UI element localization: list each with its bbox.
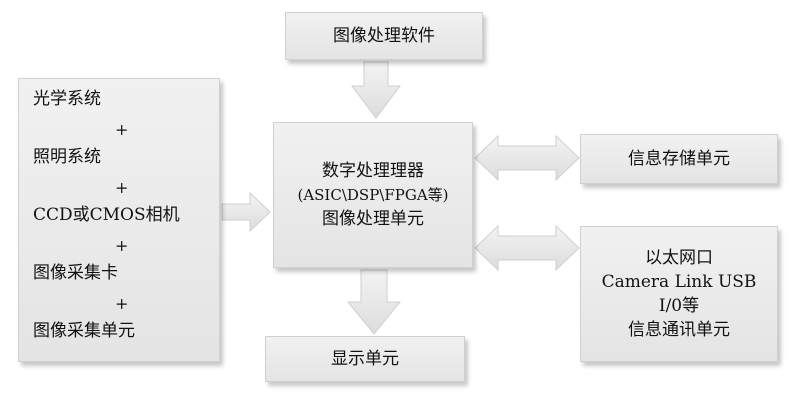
plus-sign-3: +: [115, 236, 129, 255]
input-line-acquisition-unit: 图像采集单元: [33, 321, 135, 341]
plus-sign-4: +: [115, 294, 129, 313]
processor-chips: (ASIC\DSP\FPGA等): [297, 186, 449, 204]
input-line-capture-card: 图像采集卡: [33, 263, 118, 283]
plus-sign-1: +: [115, 120, 129, 139]
display-box: 显示单元: [265, 336, 465, 382]
comm-line-ethernet: 以太网口: [645, 248, 713, 268]
input-line-lighting: 照明系统: [33, 147, 101, 167]
comm-box: 以太网口 Camera Link USB I/0等 信息通讯单元: [580, 226, 778, 362]
software-label: 图像处理软件: [333, 26, 435, 46]
input-line-camera: CCD或CMOS相机: [33, 205, 180, 225]
input-line-optics: 光学系统: [33, 89, 101, 109]
plus-sign-2: +: [115, 178, 129, 197]
arrow-input-to-processor: [221, 191, 271, 233]
storage-label: 信息存储单元: [628, 149, 730, 169]
input-box: 光学系统 + 照明系统 + CCD或CMOS相机 + 图像采集卡 + 图像采集单…: [18, 78, 220, 362]
arrow-processor-comm: [474, 224, 580, 272]
software-box: 图像处理软件: [285, 12, 483, 60]
processor-title: 数字处理理器: [322, 161, 424, 181]
arrow-processor-to-display: [346, 269, 402, 335]
storage-box: 信息存储单元: [580, 134, 778, 184]
comm-line-camera-link: Camera Link USB: [601, 272, 757, 292]
arrow-software-to-processor: [351, 61, 401, 119]
comm-line-unit: 信息通讯单元: [628, 320, 730, 340]
comm-line-io: I/0等: [658, 296, 700, 316]
processor-unit-label: 图像处理单元: [322, 209, 424, 229]
display-label: 显示单元: [331, 349, 399, 369]
processor-box: 数字处理理器 (ASIC\DSP\FPGA等) 图像处理单元: [273, 122, 473, 268]
arrow-processor-storage: [474, 134, 580, 182]
